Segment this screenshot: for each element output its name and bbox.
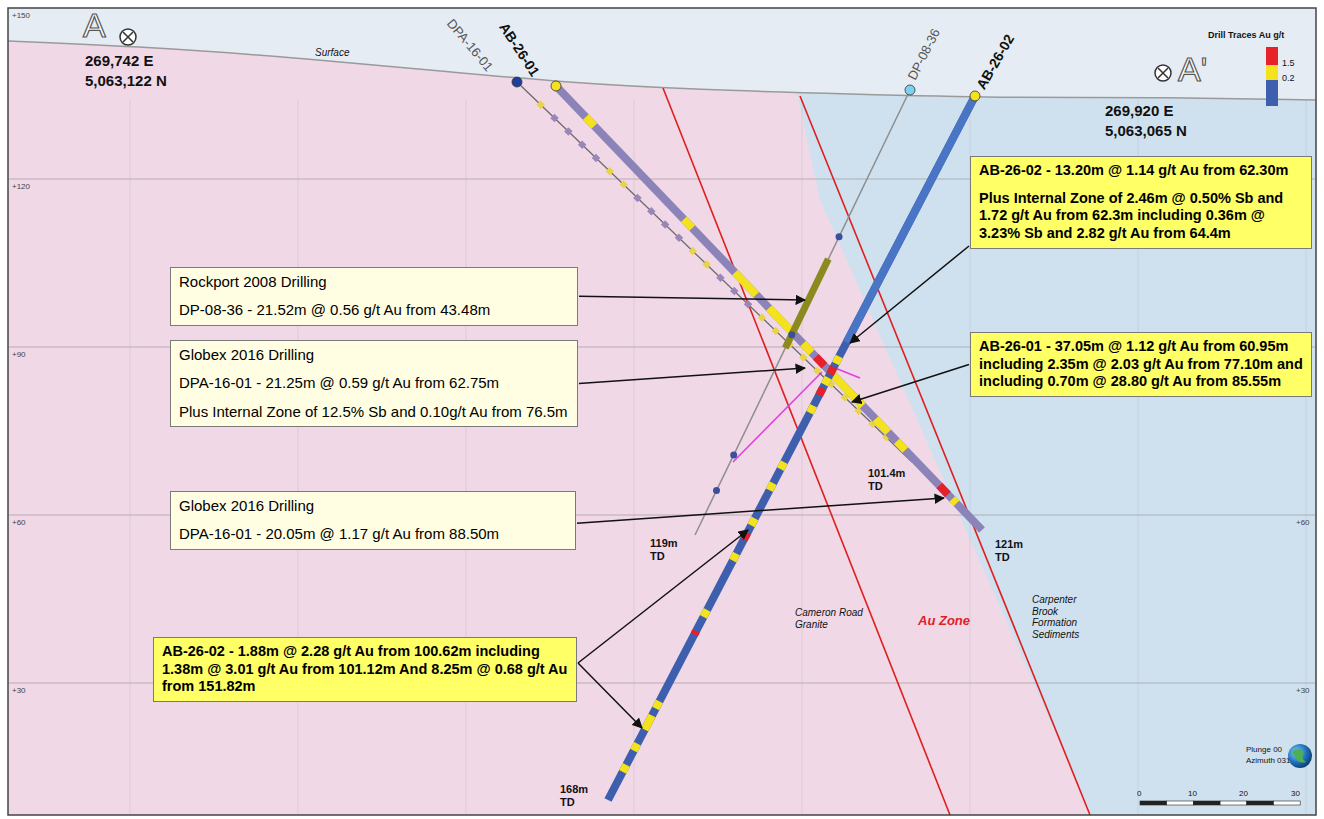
hole-name: DPA-16-01 [443,17,495,75]
coordinate: 5,063,065 N [1105,122,1187,139]
scale-label: 0 [1137,789,1141,798]
legend-value: 0.2 [1282,73,1295,83]
callout-text: Globex 2016 Drilling [179,497,567,515]
view-info: Plunge 00 [1246,745,1282,754]
total-depth: 168m TD [560,783,600,808]
granite-ground [8,8,1316,815]
history-callout: Globex 2016 DrillingDPA-16-01 - 20.05m @… [170,491,576,550]
callout-text: DPA-16-01 - 21.25m @ 0.59 g/t Au from 62… [179,374,569,392]
drill-trace [695,85,915,535]
leader-arrow [850,246,969,343]
scale-label: 30 [1291,789,1300,798]
surface-line [8,41,1316,100]
scale-bar [1140,801,1167,805]
elevation-label: +60 [1296,518,1310,527]
elevation-label: +30 [1296,686,1310,695]
section-marker [120,29,136,45]
result-callout: AB-26-02 - 13.20m @ 1.14 g/t Au from 62.… [970,156,1312,249]
result-callout: AB-26-02 - 1.88m @ 2.28 g/t Au from 100.… [153,637,577,702]
history-callout: Rockport 2008 DrillingDP-08-36 - 21.52m … [170,267,578,326]
leader-arrow [579,296,805,300]
legend-bar [1266,65,1278,80]
section-letter: A' [1178,50,1207,89]
zone-name: Au Zone [918,614,970,629]
scale-bar [1274,801,1301,805]
callout-text: AB-26-02 - 13.20m @ 1.14 g/t Au from 62.… [979,162,1303,180]
callout-text: AB-26-01 - 37.05m @ 1.12 g/t Au from 60.… [979,338,1303,391]
frame [8,8,1316,815]
elevation-label: +90 [12,350,26,359]
globe-icon [1292,749,1306,763]
section-letter: A [83,6,106,45]
scale-label: 20 [1239,789,1248,798]
view-info: Azimuth 031 [1246,756,1290,765]
callout-text: DPA-16-01 - 20.05m @ 1.17 g/t Au from 88… [179,525,567,543]
coordinate: 269,920 E [1105,102,1173,119]
grid-line [634,100,635,815]
callout-text: DP-08-36 - 21.52m @ 0.56 g/t Au from 43.… [179,301,569,319]
sky [8,8,1316,100]
total-depth: 121m TD [995,538,1035,563]
drill-trace [551,81,982,530]
sediment-ground [797,93,1316,815]
legend-value: 1.5 [1282,58,1295,68]
total-depth: 119m TD [650,537,690,562]
leader-arrow [852,365,969,402]
scale-bar [1193,801,1220,805]
scale-bar [1220,801,1247,805]
legend-bar [1266,80,1278,106]
elevation-label: +60 [12,518,26,527]
leader-arrow [578,663,642,728]
scale-label: 10 [1188,789,1197,798]
globe-icon [1288,744,1312,768]
leader-arrow [577,498,944,523]
hole-name: DP-08-36 [905,27,944,83]
total-depth: 101.4m TD [868,467,910,492]
scale-bar [1247,801,1274,805]
grid-line [130,100,131,815]
legend-title: Drill Traces Au g/t [1208,30,1284,40]
callout-text: Plus Internal Zone of 2.46m @ 0.50% Sb a… [979,190,1303,243]
history-callout: Globex 2016 DrillingDPA-16-01 - 21.25m @… [170,340,578,427]
callout-text: AB-26-02 - 1.88m @ 2.28 g/t Au from 100.… [162,643,568,696]
surface-label: Surface [315,47,349,59]
callout-text: Rockport 2008 Drilling [179,273,569,291]
grid-line [802,100,803,815]
drill-trace [608,91,980,800]
callout-text: Globex 2016 Drilling [179,346,569,364]
elevation-label: +30 [12,686,26,695]
coordinate: 5,063,122 N [85,72,167,89]
scale-bar [1167,801,1194,805]
coordinate: 269,742 E [85,52,153,69]
hole-name: AB-26-01 [496,20,543,80]
unit-name: Carpenter Brook Formation Sediments [1032,594,1104,640]
result-callout: AB-26-01 - 37.05m @ 1.12 g/t Au from 60.… [970,332,1312,397]
legend-bar [1266,47,1278,65]
leader-arrow [579,368,805,383]
unit-name: Cameron Road Granite [795,607,875,630]
grid-line [466,100,467,815]
elevation-label: +150 [12,11,30,20]
hole-name: AB-26-02 [973,31,1017,92]
elevation-label: +120 [12,182,30,191]
section-marker [1155,65,1171,81]
callout-text: Plus Internal Zone of 12.5% Sb and 0.10g… [179,403,569,421]
grid-line [298,100,299,815]
leader-arrow [578,530,748,663]
